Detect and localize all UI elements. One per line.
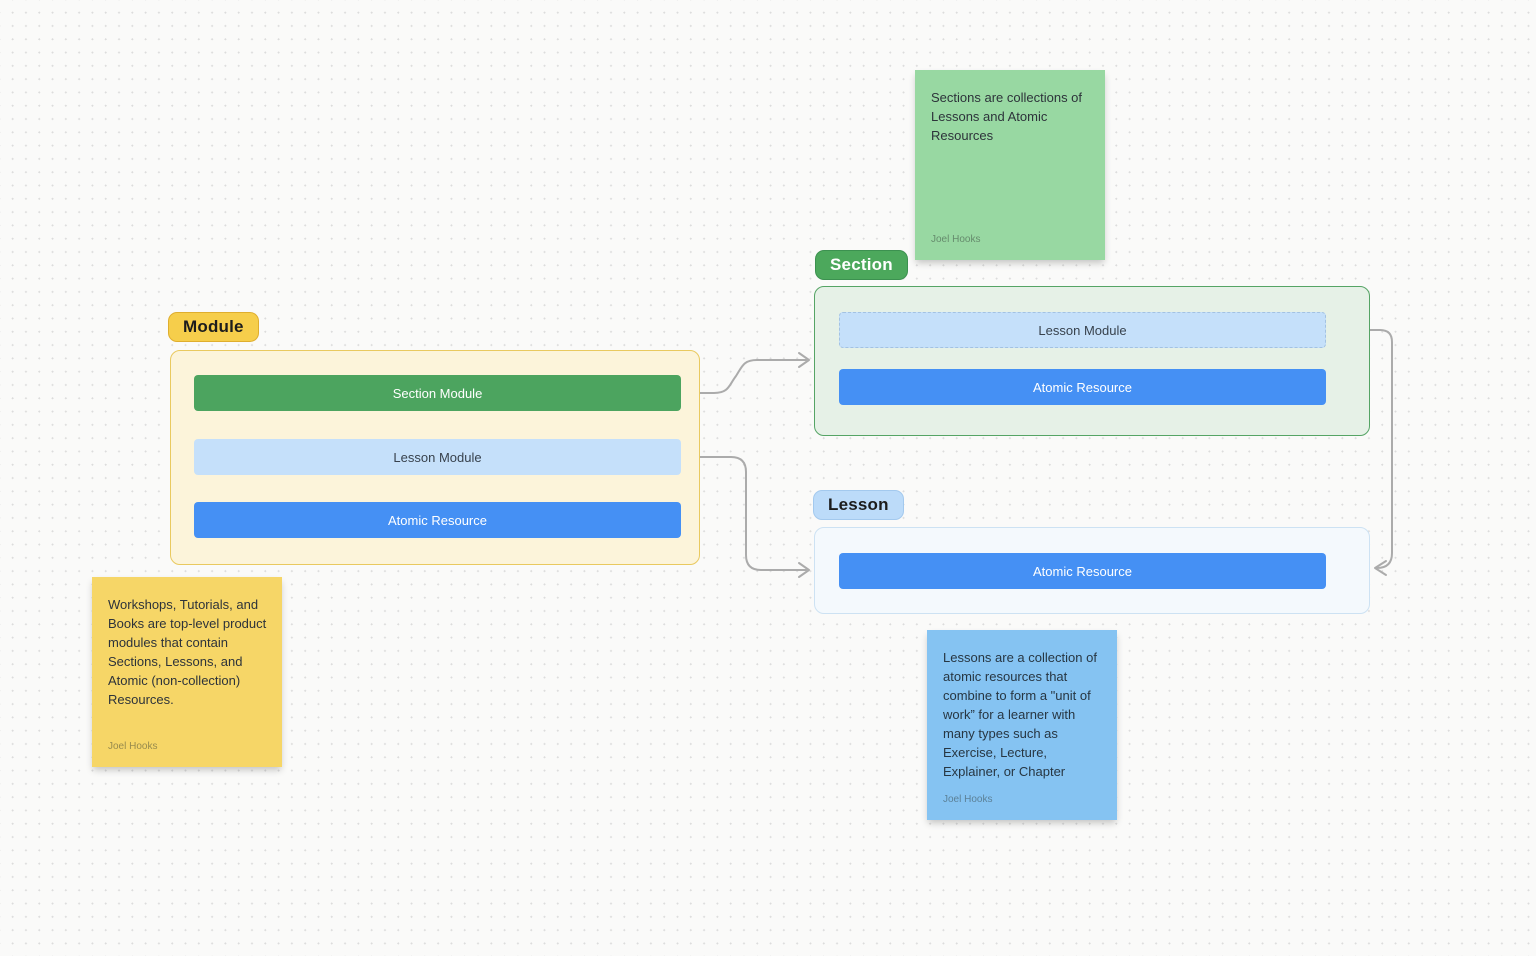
section-frame[interactable]: Lesson Module Atomic Resource (814, 286, 1370, 436)
module-section-label[interactable]: Module (168, 312, 259, 342)
sticky-text: Lessons are a collection of atomic resou… (943, 650, 1097, 779)
bar-label: Lesson Module (1038, 322, 1127, 338)
sticky-text: Sections are collections of Lessons and … (931, 90, 1083, 143)
lesson-bar-atomic-resource[interactable]: Atomic Resource (839, 553, 1326, 589)
connector-lesson-module-to-lesson[interactable] (681, 456, 810, 578)
module-bar-section-module[interactable]: Section Module (194, 375, 681, 411)
lesson-section-label[interactable]: Lesson (813, 490, 904, 520)
sticky-author: Joel Hooks (931, 234, 981, 245)
module-bar-lesson-module[interactable]: Lesson Module (194, 439, 681, 475)
sticky-note-sections[interactable]: Sections are collections of Lessons and … (915, 70, 1105, 260)
sticky-note-modules[interactable]: Workshops, Tutorials, and Books are top-… (92, 577, 282, 767)
section-section-label[interactable]: Section (815, 250, 908, 280)
module-bar-atomic-resource[interactable]: Atomic Resource (194, 502, 681, 538)
sticky-author: Joel Hooks (943, 794, 993, 805)
bar-label: Atomic Resource (388, 512, 487, 528)
bar-label: Atomic Resource (1033, 563, 1132, 579)
lesson-frame[interactable]: Atomic Resource (814, 527, 1370, 614)
sticky-author: Joel Hooks (108, 741, 158, 752)
sticky-note-lessons[interactable]: Lessons are a collection of atomic resou… (927, 630, 1117, 820)
bar-label: Atomic Resource (1033, 379, 1132, 395)
section-bar-atomic-resource[interactable]: Atomic Resource (839, 369, 1326, 405)
sticky-text: Workshops, Tutorials, and Books are top-… (108, 597, 267, 707)
bar-label: Section Module (392, 385, 483, 401)
module-frame[interactable]: Section Module Lesson Module Atomic Reso… (170, 350, 700, 565)
section-bar-lesson-module[interactable]: Lesson Module (839, 312, 1326, 348)
connector-section-module-to-section[interactable] (680, 352, 810, 394)
bar-label: Lesson Module (393, 449, 482, 465)
